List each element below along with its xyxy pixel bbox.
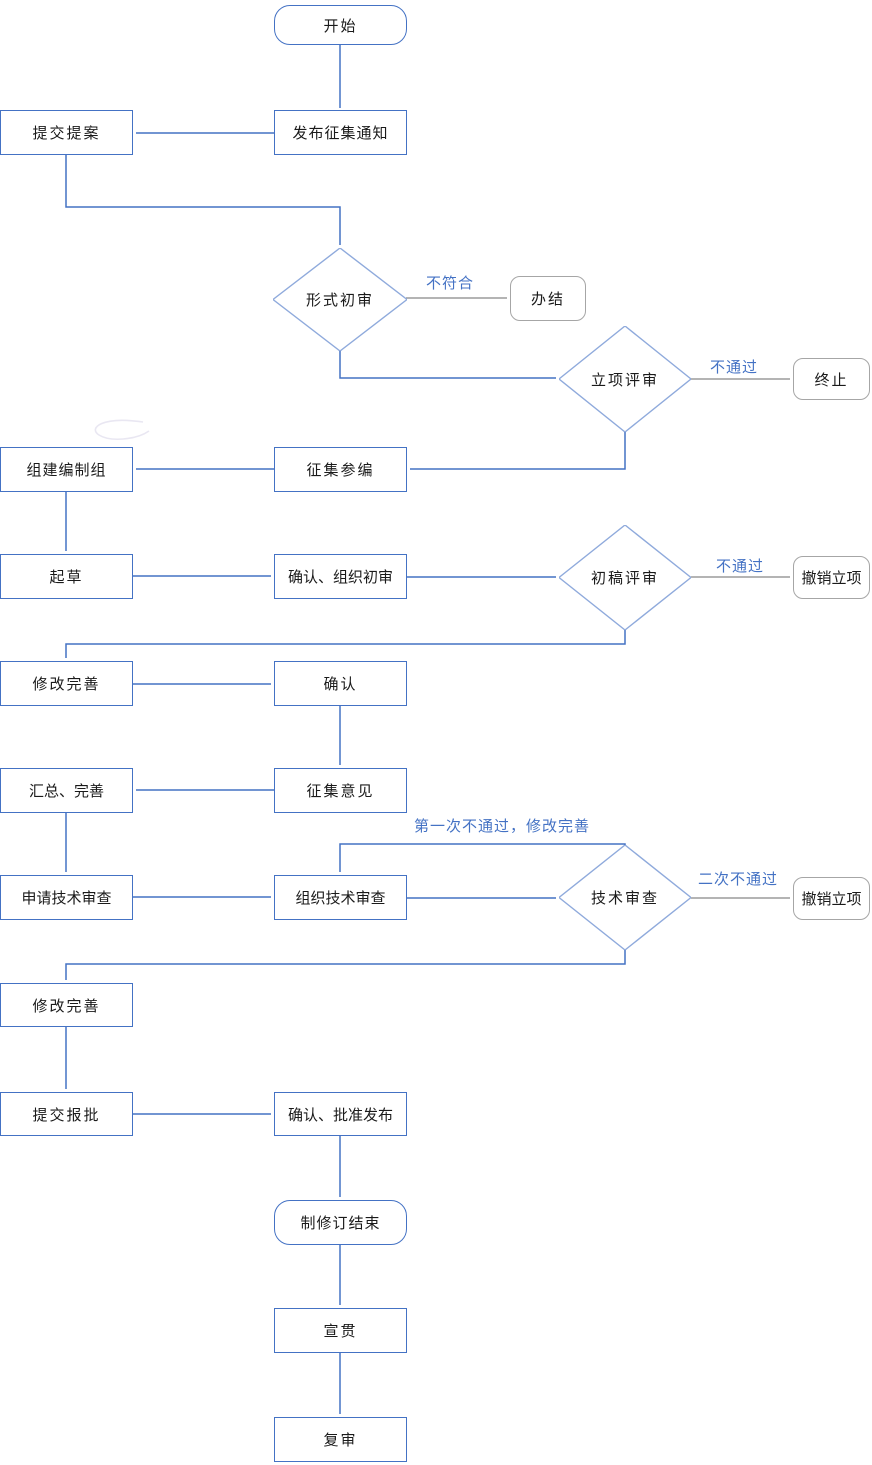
connector-form-review-to-project-review	[339, 351, 556, 379]
node-form-drafting-group: 组建编制组	[0, 447, 133, 492]
node-draft: 起草	[0, 554, 133, 599]
node-confirm-approve-publish: 确认、批准发布	[274, 1092, 407, 1136]
connector-submit-proposal-to-form-review	[65, 155, 341, 245]
node-first-draft-review: 初稿评审	[559, 525, 691, 630]
node-recruit-members: 征集参编	[274, 447, 407, 492]
diamond-label: 立项评审	[590, 371, 659, 389]
connector-project-review-to-recruit-members	[410, 432, 626, 470]
node-organize-tech-review: 组织技术审查	[274, 875, 407, 920]
node-end-revision: 制修订结束	[274, 1200, 407, 1245]
diamond-shape	[559, 525, 691, 630]
node-revoke-project-1: 撤销立项	[793, 556, 870, 599]
node-apply-tech-review: 申请技术审查	[0, 875, 133, 920]
stray-curve-artifact	[94, 419, 150, 440]
diamond-shape	[559, 326, 691, 432]
node-terminate: 终止	[793, 358, 870, 400]
connector-first-draft-review-to-revise-improve-1	[65, 630, 626, 658]
node-tech-review: 技术审查	[559, 845, 691, 950]
node-confirm-org-review: 确认、组织初审	[274, 554, 407, 599]
diamond-shape	[273, 248, 407, 351]
node-start: 开始	[274, 5, 407, 45]
node-revise-improve-1: 修改完善	[0, 661, 133, 706]
node-summarize-improve: 汇总、完善	[0, 768, 133, 813]
edge-label-first-fail: 第一次不通过，修改完善	[414, 818, 591, 835]
node-solicit-opinions: 征集意见	[274, 768, 407, 813]
diamond-label: 形式初审	[305, 292, 374, 309]
node-promote: 宣贯	[274, 1308, 407, 1353]
node-revoke-project-2: 撤销立项	[793, 877, 870, 920]
diamond-shape	[559, 845, 691, 950]
edge-label-second-fail: 二次不通过	[698, 871, 779, 888]
node-re-review: 复审	[274, 1417, 407, 1462]
node-publish-notice: 发布征集通知	[274, 110, 407, 155]
node-close-case: 办结	[510, 276, 586, 321]
node-submit-approval: 提交报批	[0, 1092, 133, 1136]
node-confirm: 确认	[274, 661, 407, 706]
diamond-label: 技术审查	[590, 890, 659, 907]
node-project-review: 立项评审	[559, 326, 691, 432]
edge-label-not-pass-project: 不通过	[710, 359, 759, 376]
connector-tech-review-to-revise-improve-2	[65, 950, 626, 980]
node-form-review: 形式初审	[273, 248, 407, 351]
diamond-label: 初稿评审	[590, 570, 659, 587]
edge-label-not-pass-first-draft: 不通过	[716, 558, 765, 575]
node-revise-improve-2: 修改完善	[0, 983, 133, 1027]
edge-label-not-conform: 不符合	[426, 275, 475, 292]
node-submit-proposal: 提交提案	[0, 110, 133, 155]
